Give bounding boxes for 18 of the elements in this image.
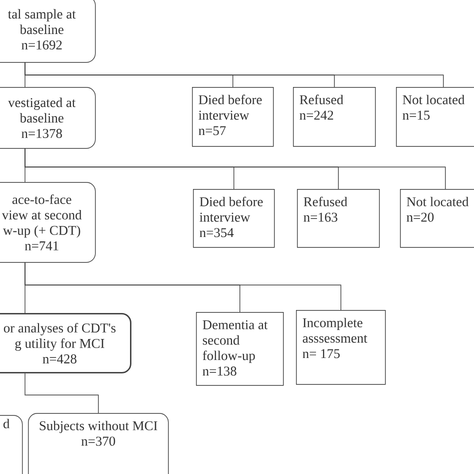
connector-line — [24, 62, 444, 88]
flow-box: or analyses of CDT's g utility for MCI n=428 — [0, 313, 132, 374]
flow-box: Incomplete asssessment n= 175 — [296, 310, 386, 385]
flow-box: Refused n=242 — [293, 87, 376, 147]
flow-box: tal sample at baseline n=1692 — [0, 0, 96, 63]
flow-box: Dementia at second follow-up n=138 — [196, 312, 284, 386]
flow-box: Subjects without MCI n=370 — [28, 413, 169, 474]
flow-box: Died before interview n=354 — [193, 189, 275, 248]
flow-box: ace-to-face view at second w-up (+ CDT) n=741 — [0, 182, 96, 263]
flow-box: Not located n=15 — [396, 87, 474, 147]
connector-line — [24, 373, 99, 414]
flow-box: vestigated at baseline n=1378 — [0, 87, 96, 149]
connector-line — [24, 148, 446, 190]
flow-box: Died before interview n=57 — [192, 87, 274, 147]
connector-line — [24, 262, 342, 310]
flow-box: Refused n=163 — [297, 189, 380, 248]
flow-box: d — [0, 415, 23, 474]
flow-box: Not located n=20 — [400, 189, 474, 248]
